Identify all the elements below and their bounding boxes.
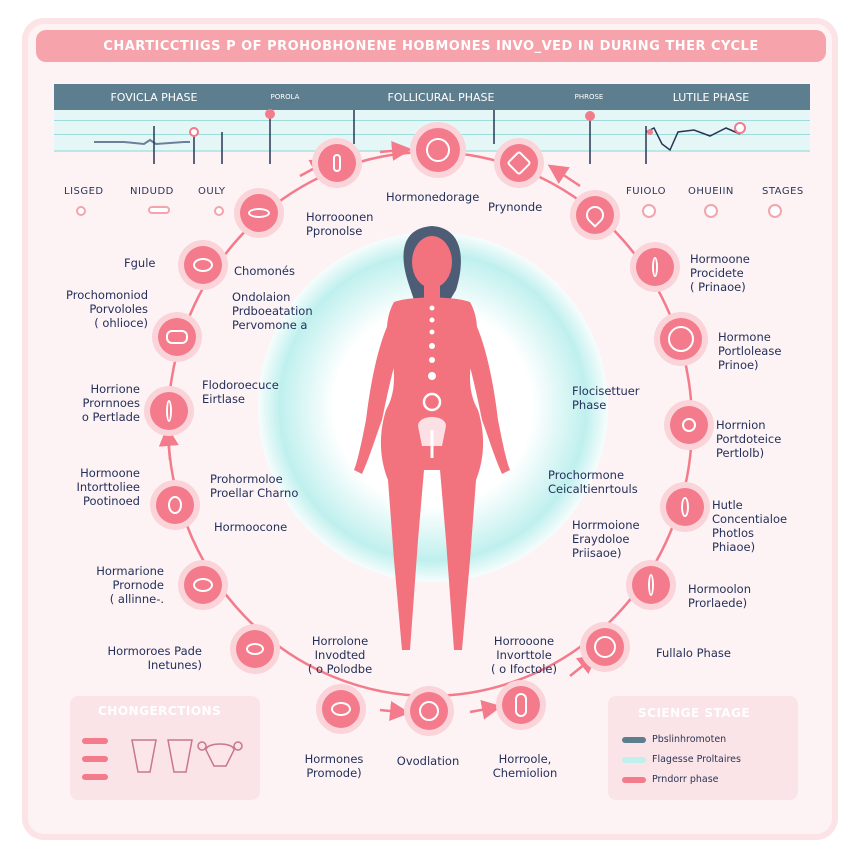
legend-item-1: Pbslinhromoten <box>622 734 726 745</box>
cycle-node-20 <box>502 686 540 724</box>
cycle-node-1 <box>318 144 356 182</box>
connections-panel: CHONGERCTIONS <box>70 696 260 800</box>
label-top-center: Hormonedorage <box>386 190 480 204</box>
cycle-arrow <box>379 140 412 161</box>
panel-swatch <box>82 738 108 744</box>
label-right-4: Hutle Concentialoe Photlos Phiaoe) <box>712 498 788 554</box>
cycle-arrow <box>469 699 502 720</box>
cycle-node-4 <box>240 194 278 232</box>
label-left-4: Hormarione Prornode ( allinne-. <box>96 564 164 606</box>
label-left-3: Hormoone Intorttoliee Pootinoed <box>76 466 140 508</box>
marker-dot <box>76 206 86 216</box>
cycle-node-7 <box>636 248 674 286</box>
cycle-arrow <box>569 653 598 677</box>
cycle-node-12 <box>156 486 194 524</box>
cycle-node-19 <box>410 692 448 730</box>
cycle-arrow <box>547 164 581 188</box>
tick-label-left-2: NIDUDD <box>130 186 174 197</box>
marker-dot <box>148 206 170 214</box>
marker-dot <box>768 204 782 218</box>
label-center-right-2: Prochormone Ceicaltienrtouls <box>548 468 638 496</box>
cycle-node-11 <box>670 406 708 444</box>
cycle-node-10 <box>150 392 188 430</box>
page-title: CHARTICCTIIGS P OF PROHOBHONENE HOBMONES… <box>36 30 826 62</box>
cycle-node-9 <box>660 318 702 360</box>
legend-title: SCIENGE STAGE <box>638 706 751 720</box>
cycle-arrow <box>379 701 410 721</box>
label-center-left-2: Prohormoloe Proellar Charno <box>210 472 299 500</box>
legend-item-3: Prndorr phase <box>622 774 719 785</box>
timeline-segment-2: FOLLICURAL PHASE <box>387 90 495 104</box>
cycle-node-13 <box>666 488 704 526</box>
label-top-right: Prynonde <box>488 200 543 214</box>
label-center-left-1: Flodoroecuce Eirtlase <box>202 378 279 406</box>
label-left-2: Horrione Prornnoes o Pertlade <box>81 382 140 424</box>
marker-dot <box>642 204 656 218</box>
legend-swatch <box>622 776 646 783</box>
tick-label-left-3: OULY <box>198 186 226 197</box>
tick-label-left-1: LISGED <box>64 186 104 197</box>
label-bottom-1: Horrolone Invodted ( o Polodbe <box>307 634 373 676</box>
connections-panel-title: CHONGERCTIONS <box>98 704 222 718</box>
timeline-segment-3: LUTILE PHASE <box>672 90 750 104</box>
tick-label-right-2: OHUEIIN <box>688 186 734 197</box>
cycle-node-15 <box>632 566 670 604</box>
label-bottom-right: Horroole, Chemiolion <box>492 752 558 780</box>
label-right-1: Hormoone Procidete ( Prinaoe) <box>690 252 750 294</box>
tick-label-right-1: FUIOLO <box>626 186 666 197</box>
cycle-node-16 <box>236 630 274 668</box>
legend-swatch <box>622 736 646 743</box>
hormone-waveform <box>94 109 746 164</box>
label-bottom-left: Hormones Promode) <box>304 752 364 780</box>
label-fgule: Fgule <box>124 256 156 270</box>
cycle-node-3 <box>500 144 538 182</box>
label-center-right-3: Horrmoione Eraydoloe Priisaoe) <box>572 518 640 560</box>
label-upper-left: Horrooonen Ppronolse <box>306 210 374 238</box>
label-ovulation-prob: Ondolaion Prdboeatation Pervomone a <box>232 290 313 332</box>
cycle-node-14 <box>184 566 222 604</box>
marker-dot <box>214 206 224 216</box>
label-right-3: Horrnion Portdoteice Pertlolb) <box>716 418 782 460</box>
marker-dot <box>704 204 718 218</box>
panel-swatch <box>82 756 108 762</box>
legend-swatch <box>622 756 646 763</box>
label-left-5: Hormoroes Pade Inetunes) <box>107 644 202 672</box>
cycle-node-18 <box>322 690 360 728</box>
label-center-left-3: Hormoocone <box>214 520 288 534</box>
cycle-node-17 <box>586 628 624 666</box>
label-right-5: Hormoolon Prorlaede) <box>688 582 752 610</box>
timeline-small-label-2: PHROSE <box>574 93 604 101</box>
uterus-icons <box>131 739 243 773</box>
label-bottom-2: Horrooone Invorttole ( o Ifoctole) <box>491 634 557 676</box>
label-right-6: Fullalo Phase <box>656 646 731 660</box>
human-body-figure <box>354 226 510 650</box>
tick-label-right-3: STAGES <box>762 186 804 197</box>
timeline-small-label-1: POROLA <box>270 93 300 101</box>
panel-swatch <box>82 774 108 780</box>
legend-panel: SCIENGE STAGE Pbslinhromoten Flagesse Pr… <box>608 696 798 800</box>
cycle-arrow <box>158 426 179 461</box>
label-bottom-center: Ovodlation <box>396 754 460 768</box>
label-right-2: Hormone Portlolease Prinoe) <box>718 330 782 372</box>
cycle-node-5 <box>576 196 614 234</box>
cycle-node-6 <box>184 246 222 284</box>
label-chomones: Chomonés <box>234 264 295 278</box>
legend-item-2: Flagesse Proltaires <box>622 754 741 765</box>
timeline-segment-1: FOVICLA PHASE <box>110 90 198 104</box>
label-center-right-1: Flocisettuer Phase <box>572 384 640 412</box>
cycle-node-2 <box>416 128 460 172</box>
label-left-1: Prochomoniod Porvololes ( ohlioce) <box>66 288 148 330</box>
cycle-node-8 <box>158 318 196 356</box>
